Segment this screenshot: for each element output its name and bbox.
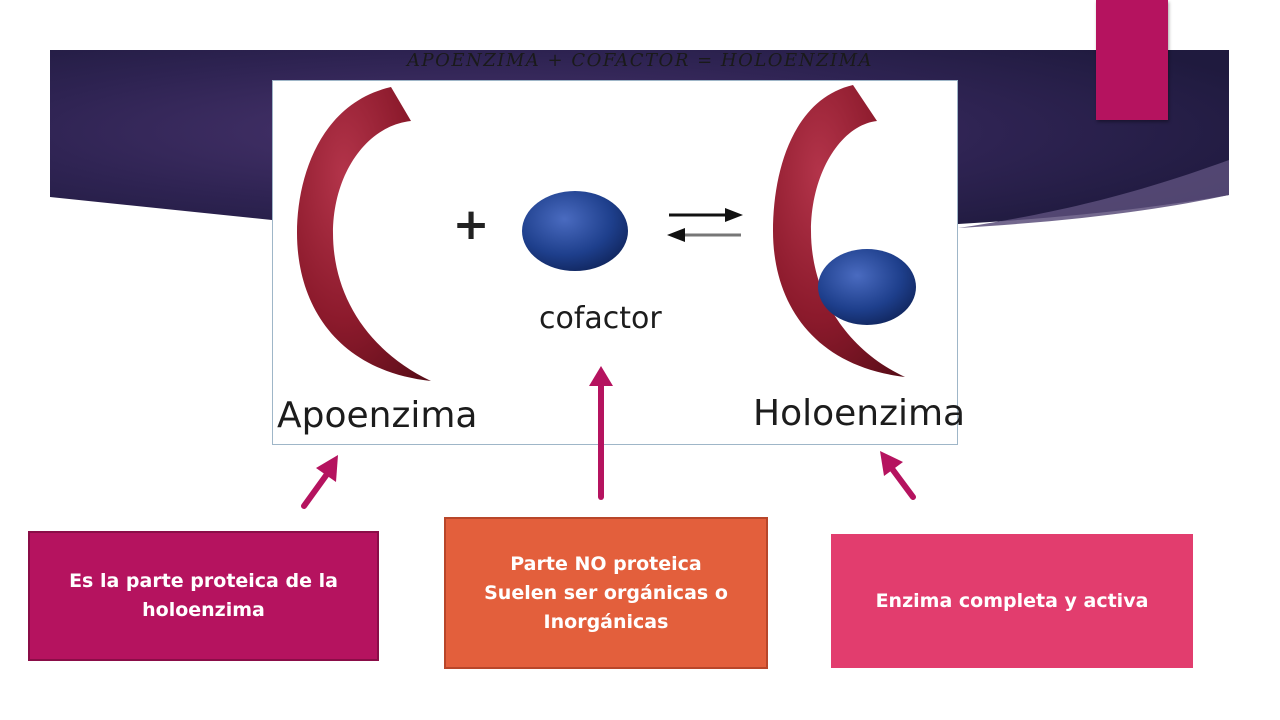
- equation-title: APOENZIMA + COFACTOR = HOLOENZIMA: [407, 50, 873, 71]
- apoenzima-shape: [297, 87, 431, 381]
- holoenzima-shape: [773, 85, 905, 377]
- holoenzima-label: Holoenzima: [753, 393, 966, 434]
- cofactor-description-line: Parte NO proteica: [510, 552, 702, 575]
- accent-tab: [1096, 0, 1168, 120]
- cofactor-description-box: Parte NO proteica Suelen ser orgánicas o…: [444, 517, 768, 669]
- arrow-to-apoenzima-icon: [301, 455, 338, 509]
- holoenzima-description-line: Enzima completa y activa: [875, 589, 1149, 612]
- enzyme-diagram-drawing: +: [297, 85, 916, 381]
- arrow-to-cofactor-icon: [589, 366, 613, 500]
- holoenzima-description-box: Enzima completa y activa: [831, 534, 1193, 668]
- apoenzima-description-box: Es la parte proteica de la holoenzima: [28, 531, 379, 661]
- enzyme-diagram: + cofactor Apoenzima Holoenzima: [272, 80, 965, 445]
- cofactor-label: cofactor: [539, 301, 662, 336]
- cofactor-description-line: Suelen ser orgánicas o: [484, 581, 728, 604]
- cofactor-shape: [522, 191, 628, 271]
- bound-cofactor-shape: [818, 249, 916, 325]
- apoenzima-label: Apoenzima: [277, 395, 478, 436]
- arrow-to-holoenzima-icon: [880, 451, 916, 500]
- apoenzima-description-line: holoenzima: [142, 599, 265, 621]
- apoenzima-description-line: Es la parte proteica de la: [69, 570, 338, 592]
- equilibrium-arrows-icon: [667, 208, 743, 242]
- plus-sign: +: [453, 199, 490, 250]
- cofactor-description-line: Inorgánicas: [543, 610, 669, 633]
